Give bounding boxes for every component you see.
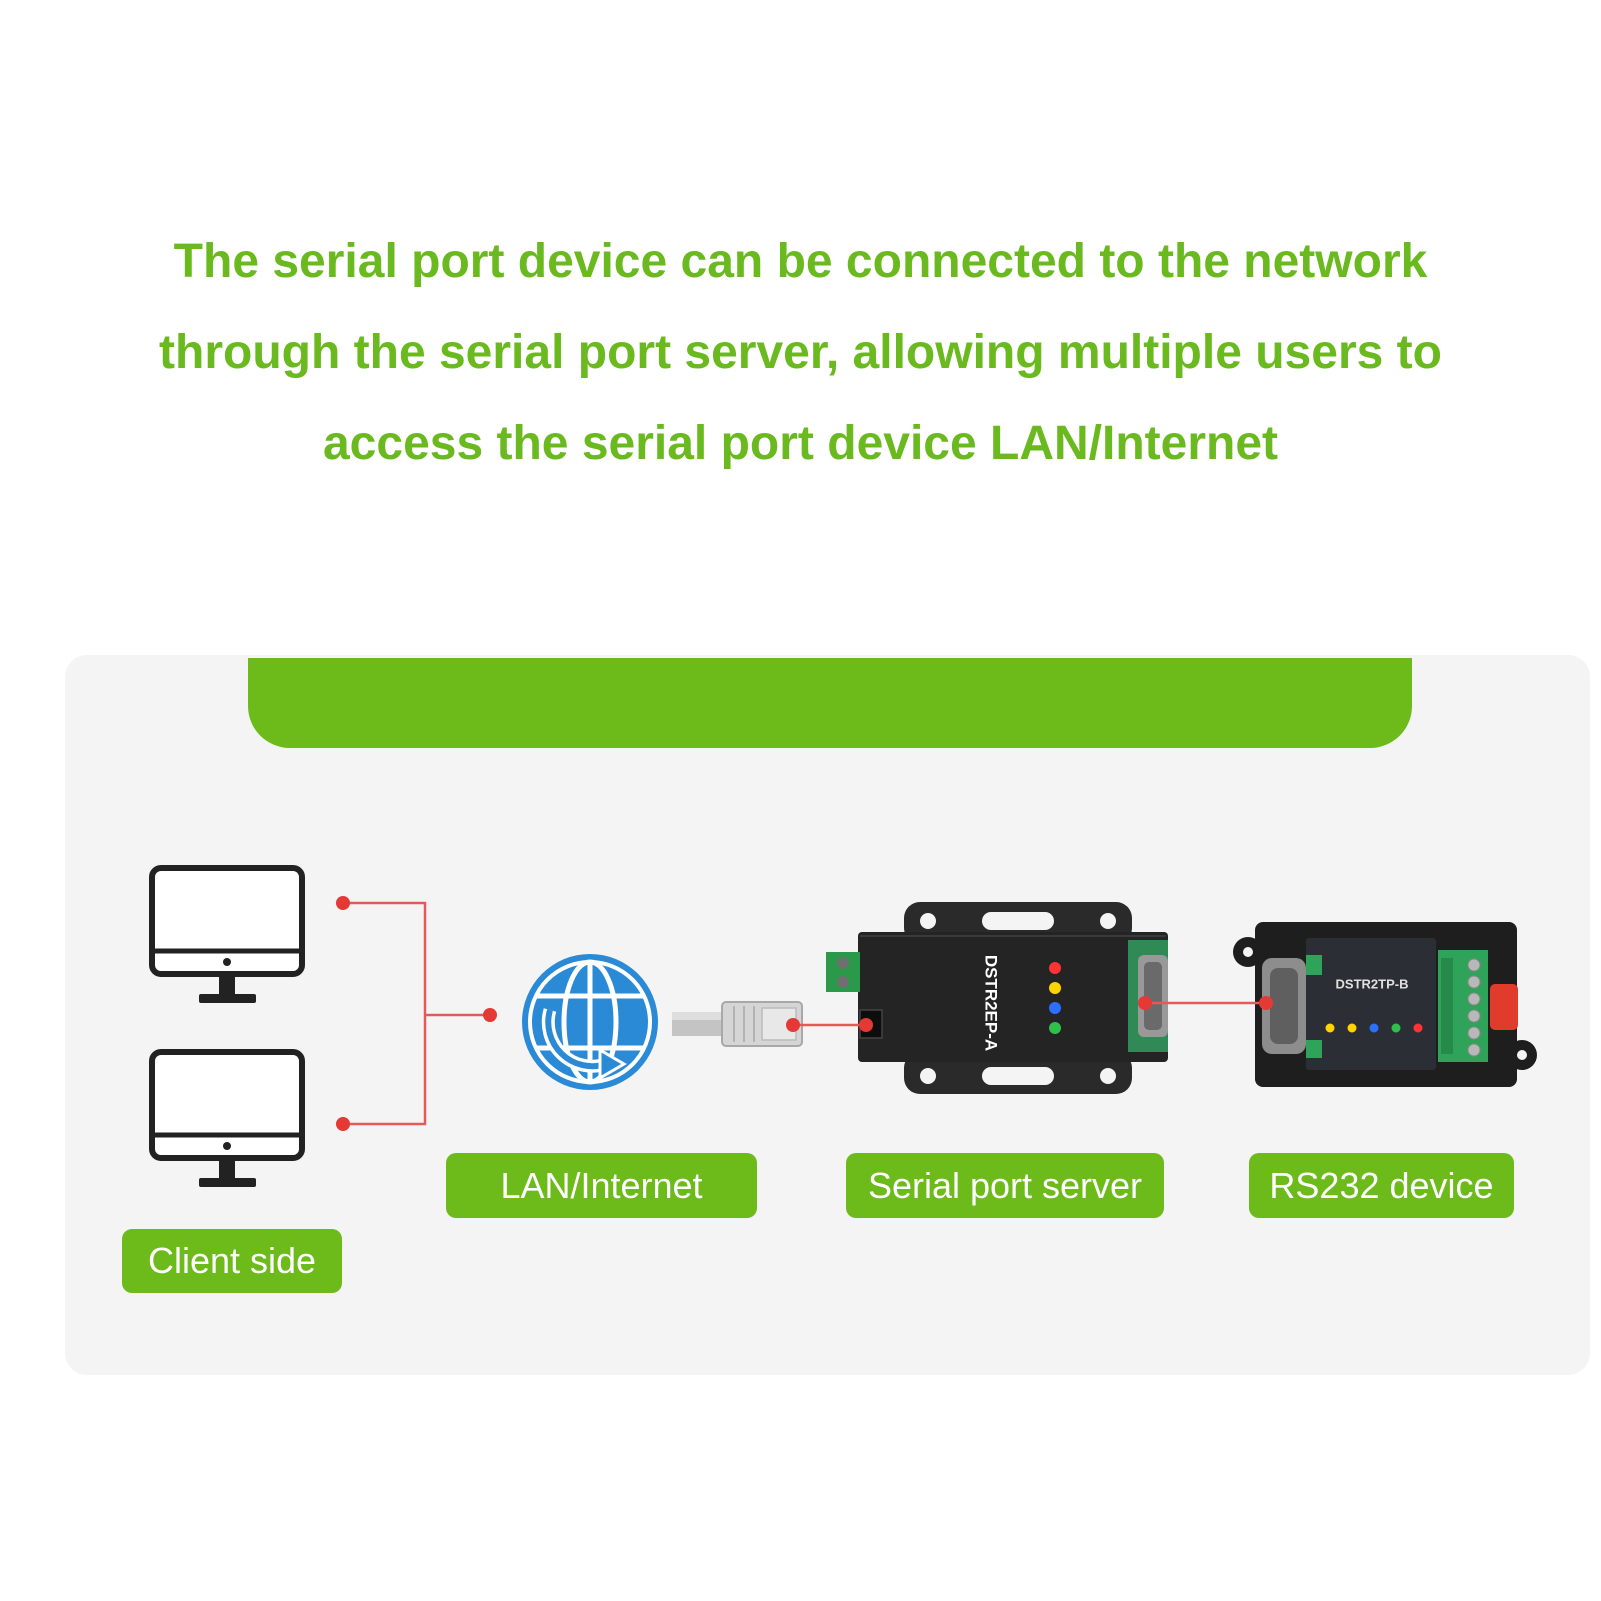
connection-dot-network xyxy=(483,1008,497,1022)
device-label: RS232 device xyxy=(1249,1153,1514,1218)
connection-dot-client-1 xyxy=(336,896,350,910)
rs232-model-label: DSTR2TP-B xyxy=(1336,976,1409,991)
rs232-led-yellow-1 xyxy=(1325,1023,1335,1033)
rs232-red-terminal xyxy=(1490,984,1518,1030)
headline-line-2: through the serial port server, allowing… xyxy=(159,326,1442,379)
connection-dot-client-2 xyxy=(336,1117,350,1131)
connection-dot-server-serial xyxy=(1138,996,1152,1010)
network-label: LAN/Internet xyxy=(446,1153,757,1218)
led-green xyxy=(1049,1022,1061,1034)
ethernet-cable-icon xyxy=(672,1001,803,1047)
led-blue xyxy=(1049,1002,1061,1014)
client-connection-lines xyxy=(343,901,490,1126)
led-red xyxy=(1049,962,1061,974)
rs232-led-red xyxy=(1413,1023,1423,1033)
serial-port-server-device: DSTR2EP-A xyxy=(826,902,1168,1094)
headline: The serial port device can be connected … xyxy=(0,216,1601,489)
server-body xyxy=(858,932,1168,1062)
server-label: Serial port server xyxy=(846,1153,1164,1218)
headline-line-1: The serial port device can be connected … xyxy=(173,235,1428,288)
headline-line-3: access the serial port device LAN/Intern… xyxy=(322,417,1279,470)
client-monitor-icon-2 xyxy=(149,1049,305,1187)
green-banner xyxy=(248,658,1412,748)
globe-icon xyxy=(522,954,658,1090)
connection-dot-server-ethernet xyxy=(859,1018,873,1032)
rs232-led-green xyxy=(1391,1023,1401,1033)
rs232-device: DSTR2TP-B xyxy=(1233,922,1537,1087)
connection-dot-device xyxy=(1259,996,1273,1010)
rs232-led-blue xyxy=(1369,1023,1379,1033)
led-yellow xyxy=(1049,982,1061,994)
client-monitor-icon-1 xyxy=(149,865,305,1003)
client-bracket-line xyxy=(343,901,427,1126)
server-model-label: DSTR2EP-A xyxy=(982,955,1001,1051)
client-label: Client side xyxy=(122,1229,342,1293)
connection-dot-cable xyxy=(786,1018,800,1032)
rs232-led-yellow-2 xyxy=(1347,1023,1357,1033)
rs232-front-panel xyxy=(1306,938,1436,1070)
